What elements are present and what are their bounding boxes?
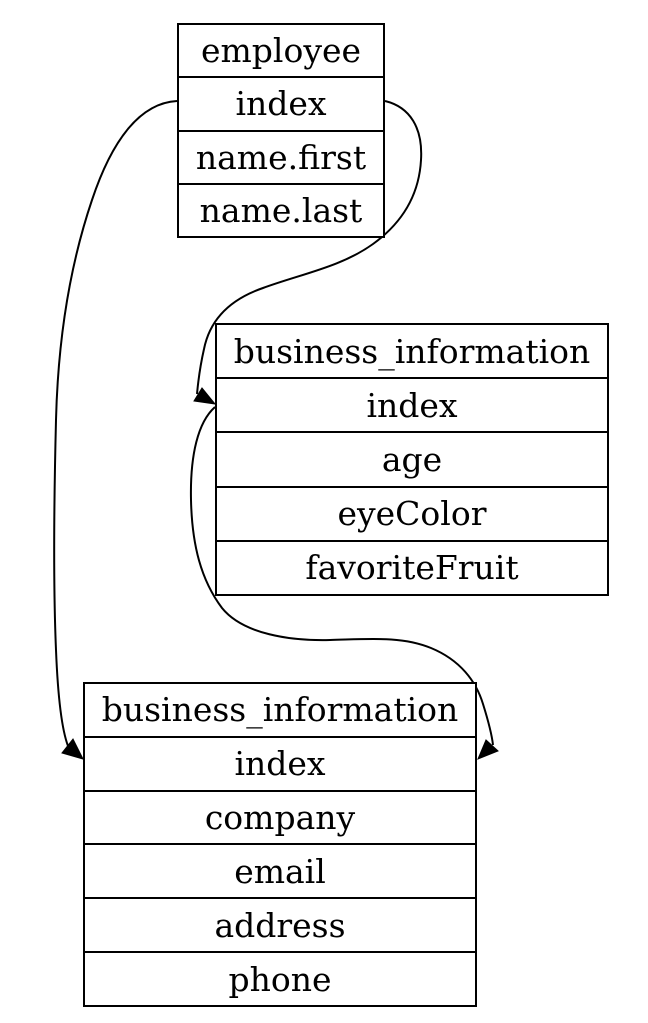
table-business-information-bottom-field-company: company [85, 789, 475, 844]
table-business-information-bottom: business_information index company email… [83, 682, 477, 1007]
table-employee-field-name-last: name.last [179, 182, 383, 236]
table-business-information-bottom-field-phone: phone [85, 951, 475, 1005]
edge-employee-index-to-bottom-index [53, 100, 178, 747]
table-business-information-middle-field-favoritefruit: favoriteFruit [217, 539, 607, 594]
table-employee-field-index: index [179, 76, 383, 129]
table-employee-field-name-first: name.first [179, 129, 383, 183]
table-business-information-bottom-title: business_information [101, 690, 459, 730]
table-business-information-middle: business_information index age eyeColor … [215, 323, 609, 596]
arrowhead-middle-left [193, 387, 217, 405]
table-employee-title: employee [200, 31, 362, 71]
arrowhead-bottom-left [61, 738, 84, 760]
table-business-information-bottom-field-index: index [85, 735, 475, 790]
table-business-information-middle-field-eyecolor: eyeColor [217, 485, 607, 540]
table-business-information-middle-field-age: age [217, 431, 607, 485]
table-business-information-middle-title: business_information [233, 331, 591, 371]
table-business-information-bottom-field-address: address [85, 897, 475, 951]
table-business-information-bottom-field-email: email [85, 843, 475, 897]
table-business-information-middle-field-index: index [217, 377, 607, 431]
arrowhead-bottom-right [477, 739, 499, 760]
table-employee: employee index name.first name.last [177, 23, 385, 238]
